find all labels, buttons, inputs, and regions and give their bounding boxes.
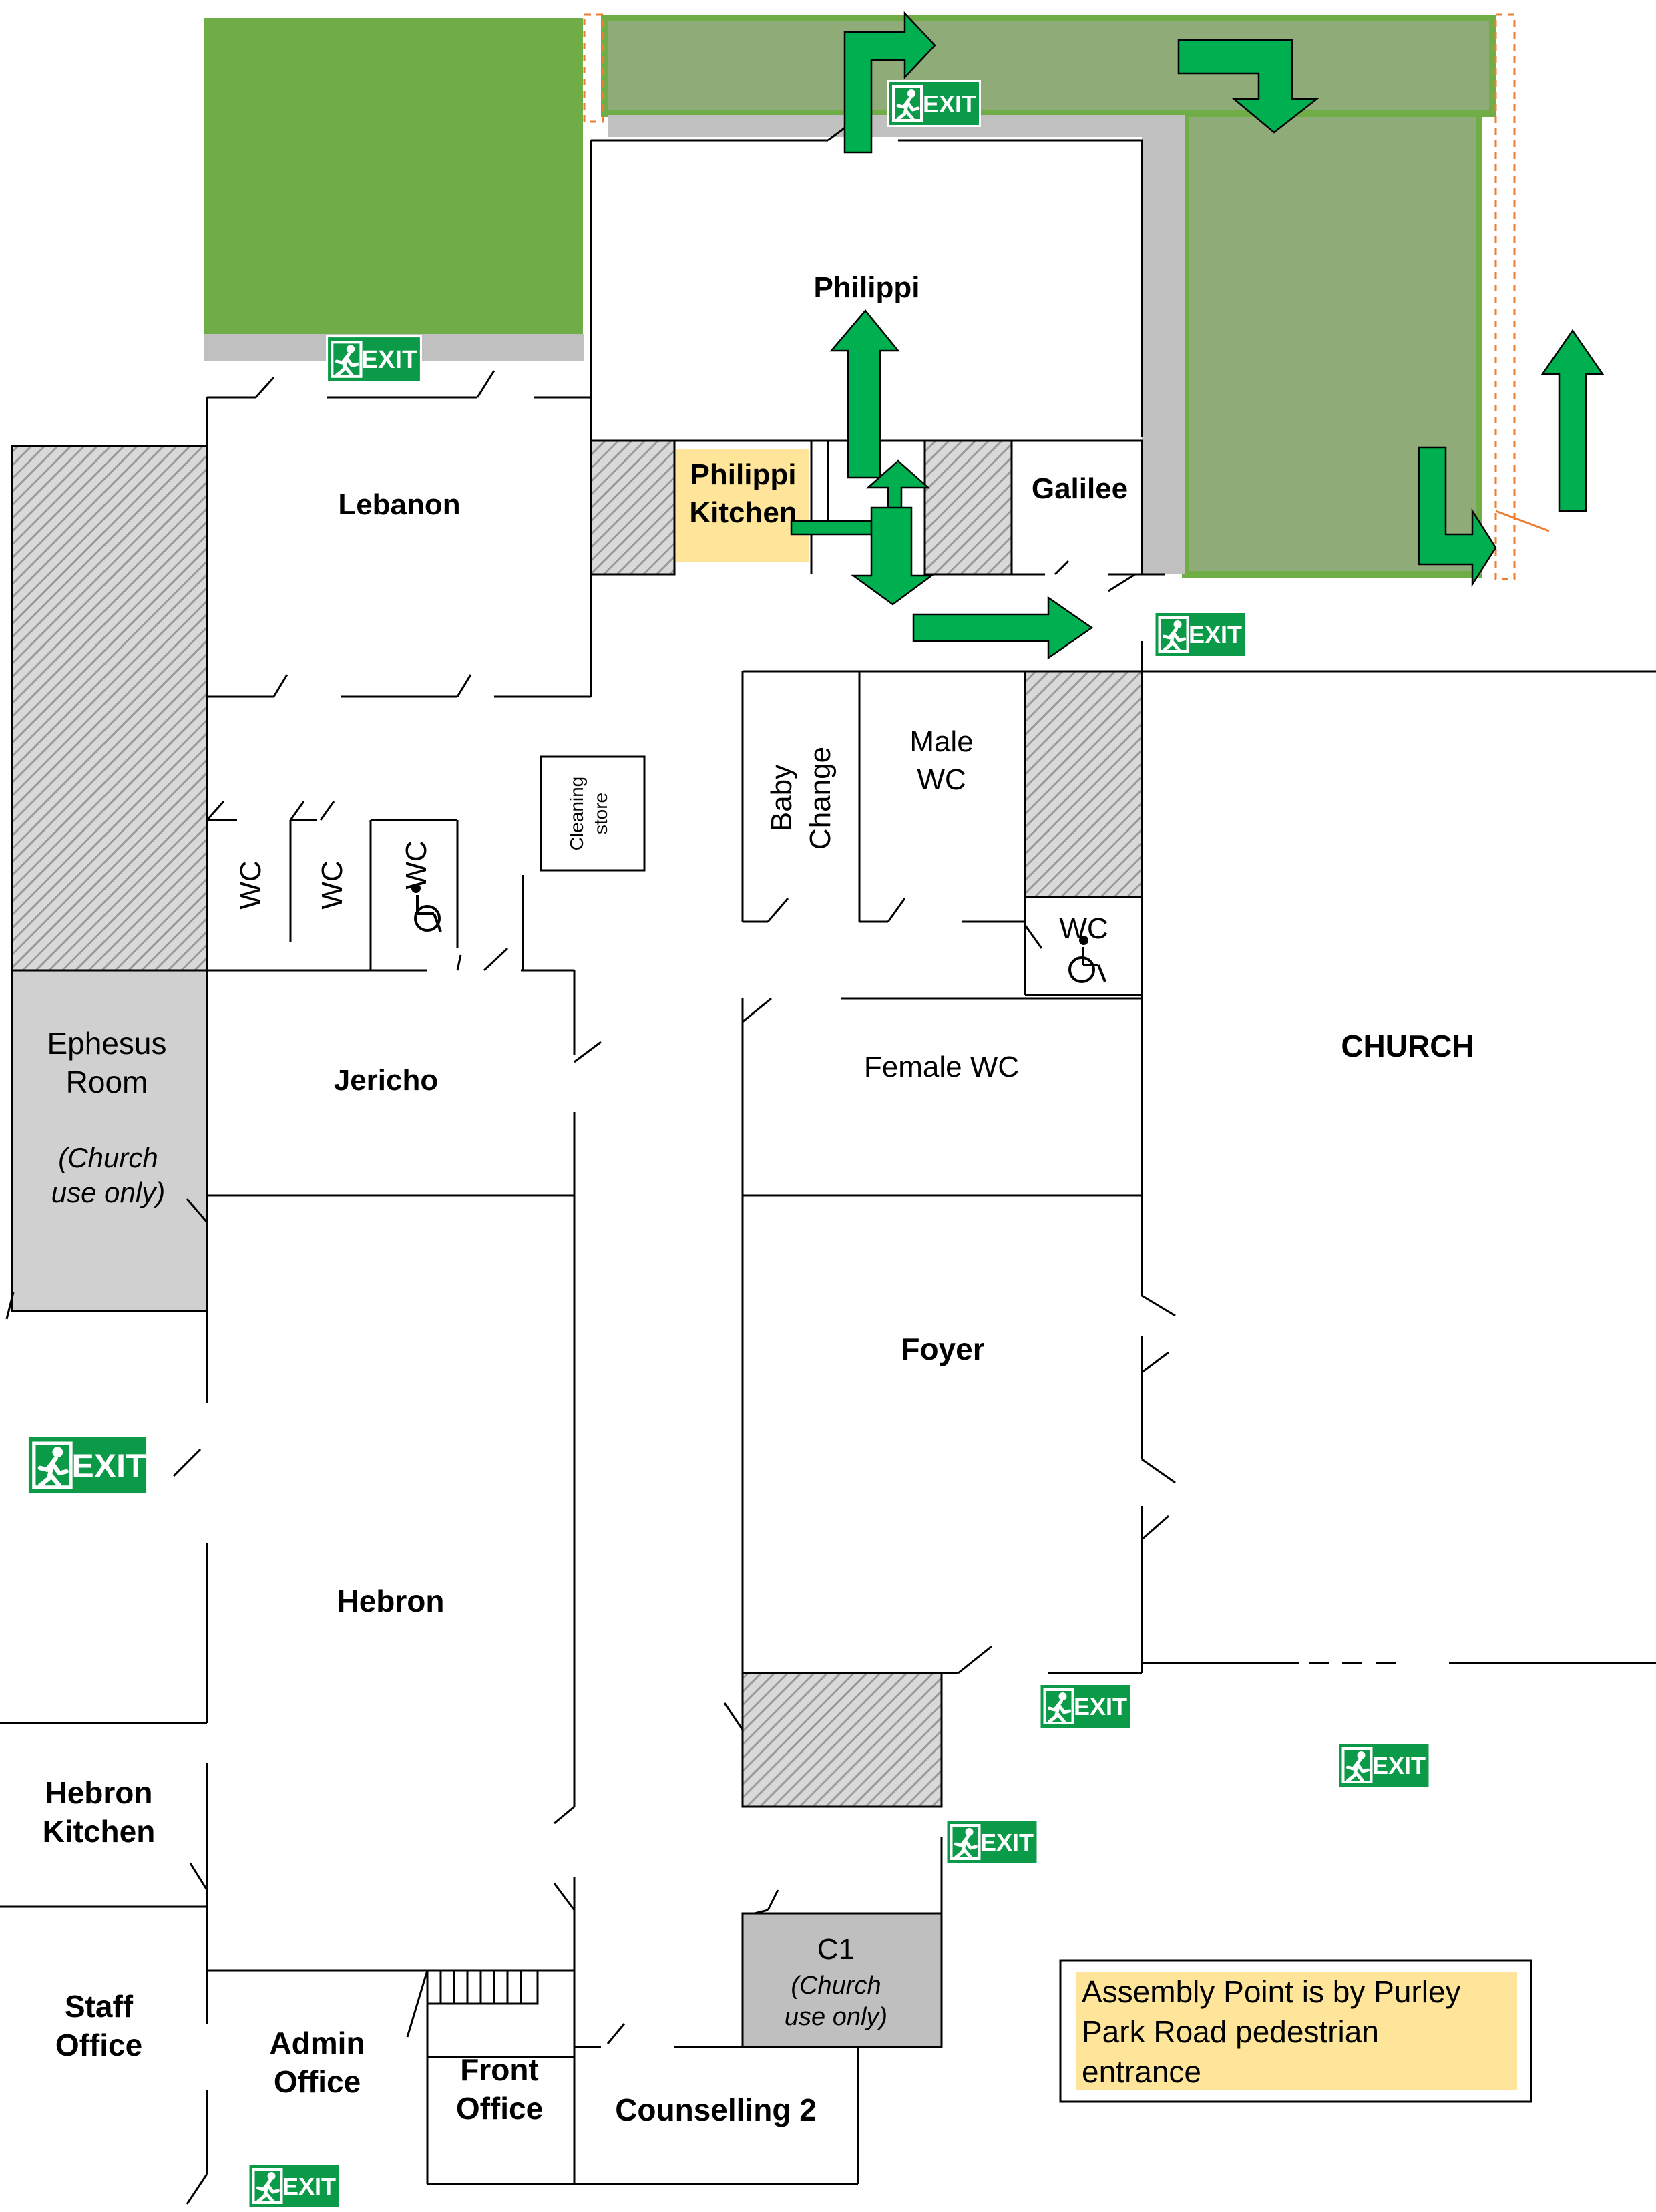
room-label-galilee: Galilee xyxy=(1032,472,1128,505)
boundary-dashed-left xyxy=(583,13,604,123)
arrow-up-east xyxy=(1540,329,1605,512)
hatched-block-wc xyxy=(1024,670,1143,898)
svg-text:EXIT: EXIT xyxy=(1372,1752,1426,1779)
room-note-c1: use only) xyxy=(785,2003,887,2031)
room-label-staff-office: Staff xyxy=(65,1989,134,2024)
room-label-baby-change: Baby xyxy=(765,765,798,832)
walls xyxy=(0,119,1656,2205)
hatched-west-block xyxy=(11,445,208,972)
arrow-up-philippi xyxy=(829,309,900,479)
room-label-wc: WC xyxy=(316,860,349,909)
room-label-foyer: Foyer xyxy=(901,1332,984,1366)
room-label-admin-office: Office xyxy=(274,2064,361,2099)
philippi-kitchen-fill xyxy=(676,449,809,562)
room-note-c1: (Church xyxy=(791,1972,881,2000)
exit-sign: EXIT xyxy=(26,1435,149,1496)
svg-text:EXIT: EXIT xyxy=(282,2173,336,2200)
room-label-hebron-kitchen: Hebron xyxy=(45,1775,153,1810)
exit-sign: EXIT xyxy=(248,2163,341,2209)
c1-room-fill xyxy=(741,1912,943,2048)
room-note-ephesus: use only) xyxy=(51,1177,165,1208)
room-label-admin-office: Admin xyxy=(269,2026,365,2060)
exit-sign: EXIT xyxy=(326,335,422,383)
room-label-lebanon: Lebanon xyxy=(338,488,460,521)
room-label-baby-change: Change xyxy=(804,747,837,850)
boundary-dashed-right xyxy=(1494,13,1516,580)
arrow-right-down-north xyxy=(1177,39,1319,134)
assembly-point-text: Park Road pedestrian xyxy=(1082,2014,1379,2049)
room-label-jericho: Jericho xyxy=(334,1064,439,1097)
room-label-hebron-kitchen: Kitchen xyxy=(43,1814,156,1849)
room-label-front-office: Office xyxy=(456,2091,543,2126)
outdoor-area-northwest xyxy=(204,18,583,335)
outdoor-area-north xyxy=(601,15,1496,117)
room-label-wc: WC xyxy=(234,860,267,909)
svg-text:EXIT: EXIT xyxy=(361,346,417,374)
room-label-c1: C1 xyxy=(817,1933,855,1966)
room-label-male-wc: Male xyxy=(909,725,973,758)
room-label-counselling-2: Counselling 2 xyxy=(615,2092,817,2127)
svg-text:EXIT: EXIT xyxy=(923,90,976,118)
exit-sign: EXIT xyxy=(946,1819,1039,1865)
room-label-staff-office: Office xyxy=(55,2028,142,2062)
exit-sign: EXIT xyxy=(1039,1683,1132,1730)
room-label-philippi: Philippi xyxy=(814,271,920,304)
room-label-ephesus: Ephesus xyxy=(47,1026,166,1061)
hatched-block-galilee-left xyxy=(923,439,1013,576)
exit-sign: EXIT xyxy=(1337,1742,1431,1789)
room-label-wc: WC xyxy=(400,840,433,889)
room-label-philippi-kitchen: Kitchen xyxy=(689,496,797,529)
arrow-up-right-north xyxy=(843,11,936,154)
wheelchair-icon xyxy=(1068,936,1106,983)
assembly-point-text: entrance xyxy=(1082,2054,1201,2089)
assembly-point-note: Assembly Point is by Purley Park Road pe… xyxy=(1059,1959,1532,2103)
assembly-point-text: Assembly Point is by Purley xyxy=(1082,1974,1461,2009)
escape-route-arrows xyxy=(790,11,1605,660)
room-note-ephesus: (Church xyxy=(58,1142,158,1173)
arrow-right-galilee xyxy=(912,596,1094,660)
room-label-cleaning-store: Cleaning xyxy=(566,777,587,851)
arrow-junction-down xyxy=(851,506,934,606)
room-label-church: CHURCH xyxy=(1341,1029,1474,1063)
svg-text:EXIT: EXIT xyxy=(1074,1693,1127,1720)
room-label-male-wc: WC xyxy=(917,763,966,796)
room-label-wc: WC xyxy=(1059,912,1108,945)
room-label-ephesus: Room xyxy=(66,1065,148,1099)
arrow-right-east-exit xyxy=(1418,446,1497,588)
room-label-philippi-kitchen: Philippi xyxy=(690,458,797,491)
svg-text:EXIT: EXIT xyxy=(980,1829,1034,1856)
ephesus-room-fill xyxy=(11,969,208,1312)
room-label-front-office: Front xyxy=(460,2052,539,2087)
hatched-block-foyer-south xyxy=(741,1672,943,1808)
hatched-block-philippi-left xyxy=(590,439,676,576)
room-label-cleaning-store: store xyxy=(590,793,611,834)
room-label-hebron: Hebron xyxy=(337,1584,445,1618)
exit-sign: EXIT xyxy=(887,80,981,127)
wheelchair-icon xyxy=(411,884,442,932)
svg-text:EXIT: EXIT xyxy=(1189,621,1242,649)
room-label-female-wc: Female WC xyxy=(864,1051,1019,1083)
svg-text:EXIT: EXIT xyxy=(71,1447,146,1485)
exit-sign: EXIT xyxy=(1154,611,1247,658)
